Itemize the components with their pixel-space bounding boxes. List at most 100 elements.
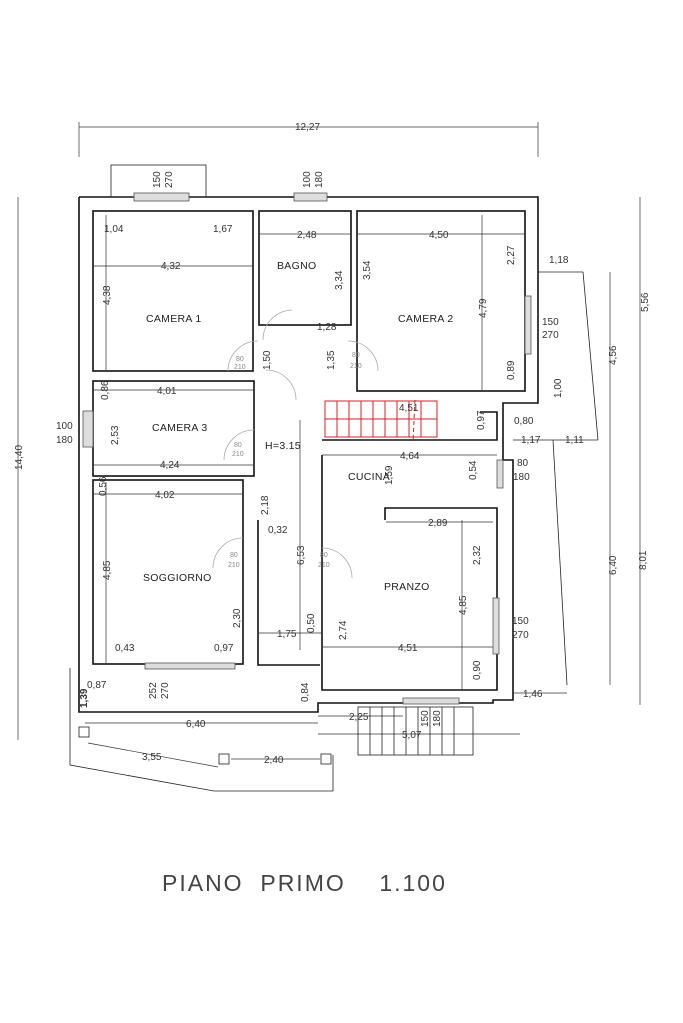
room-label-camera3: CAMERA 3: [152, 422, 208, 434]
dim-right-mid: 4,56: [608, 345, 619, 365]
door-height: 210: [350, 363, 362, 370]
dim-label: 3,34: [334, 270, 345, 290]
dim-total-height: 14,40: [14, 445, 25, 470]
dim-label: 4,79: [478, 298, 489, 318]
staircase: [324, 399, 438, 443]
door-labels: 80 210 80 210 80 210 80 210 80 210: [228, 352, 362, 569]
floor-name: PIANO PRIMO: [162, 870, 346, 896]
window-height: 270: [164, 171, 175, 188]
dim-label: 0,43: [115, 643, 135, 654]
entry-steps: [357, 706, 474, 756]
room-labels: CAMERA 1 BAGNO CAMERA 2 CAMERA 3 CUCINA …: [143, 260, 454, 593]
dim-label: 0,54: [468, 460, 479, 480]
dim-label: 1,59: [384, 465, 395, 485]
room-label-soggiorno: SOGGIORNO: [143, 572, 212, 584]
room-label-camera2: CAMERA 2: [398, 313, 454, 325]
dim-label: 2,30: [232, 608, 243, 628]
dim-label: 1,17: [521, 435, 541, 446]
dim-label: 2,27: [506, 245, 517, 265]
plan-title: PIANO PRIMO 1.100: [162, 870, 447, 897]
dim-label: 1,35: [326, 350, 337, 370]
dim-label: 4,51: [399, 403, 419, 414]
dim-label: 1,67: [213, 224, 233, 235]
dim-label: 2,89: [428, 518, 448, 529]
external-guides: [513, 271, 599, 686]
dim-label: 2,74: [338, 620, 349, 640]
dim-label: 4,02: [155, 490, 175, 501]
dim-label: 4,01: [157, 386, 177, 397]
door-width: 80: [234, 442, 242, 449]
dim-right-upper: 5,56: [640, 292, 651, 312]
windows: [82, 192, 532, 705]
window-labels: 150 270 100 180 150 270 100 180 80 180 1…: [56, 171, 559, 727]
window-height: 270: [512, 630, 529, 641]
plan-scale: 1.100: [379, 870, 447, 896]
window-height: 180: [513, 472, 530, 483]
window-width: 150: [152, 171, 163, 188]
dim-right-lower: 6,40: [608, 555, 619, 575]
dim-label: 4,85: [102, 560, 113, 580]
dim-label: 2,32: [472, 545, 483, 565]
dim-label: 3,54: [362, 260, 373, 280]
door-height: 210: [228, 562, 240, 569]
dim-label: 6,40: [186, 719, 206, 730]
dim-label: 4,64: [400, 451, 420, 462]
dim-label: 2,18: [260, 495, 271, 515]
dim-label: 4,85: [458, 595, 469, 615]
door-height: 210: [232, 451, 244, 458]
dim-label: 3,55: [142, 752, 162, 763]
door-width: 80: [320, 552, 328, 559]
dim-label: 0,97: [214, 643, 234, 654]
exterior-walls: [78, 196, 539, 713]
dim-label: 1,46: [523, 689, 543, 700]
dimension-labels: 12,27 14,40 5,56 4,56 6,40 8,01 1,04 1,6…: [14, 122, 651, 766]
dim-label: 0,50: [306, 613, 317, 633]
door-height: 210: [234, 364, 246, 371]
window-height: 180: [56, 435, 73, 446]
window-width: 150: [420, 710, 431, 727]
window-width: 252: [148, 682, 159, 699]
dim-label: 0,90: [472, 660, 483, 680]
dim-label: 0,89: [506, 360, 517, 380]
window-width: 100: [302, 171, 313, 188]
dim-label: 4,24: [160, 460, 180, 471]
window-width: 150: [542, 317, 559, 328]
doors: [212, 309, 379, 579]
dim-label: 1,11: [565, 435, 584, 446]
room-label-cucina: CUCINA: [348, 471, 390, 483]
dim-total-width: 12,27: [295, 122, 320, 133]
dim-label: 1,04: [104, 224, 124, 235]
dim-label: 1,50: [262, 350, 273, 370]
dim-label: 0,97: [476, 410, 487, 430]
room-label-pranzo: PRANZO: [384, 581, 430, 593]
door-width: 80: [230, 552, 238, 559]
dim-label: 4,50: [429, 230, 449, 241]
dim-label: 4,38: [102, 285, 113, 305]
window-height: 180: [314, 171, 325, 188]
dim-label: 0,84: [300, 682, 311, 702]
window-height: 270: [160, 682, 171, 699]
dim-label: 5,07: [402, 730, 422, 741]
dim-label: 2,40: [264, 755, 284, 766]
dim-label: 4,51: [398, 643, 418, 654]
dim-label: 6,53: [296, 545, 307, 565]
door-height: 210: [318, 562, 330, 569]
window-height: 180: [432, 710, 443, 727]
door-width: 80: [236, 356, 244, 363]
ceiling-height-label: H=3.15: [265, 440, 301, 452]
dim-label: 0,86: [100, 380, 111, 400]
dim-label: 1,75: [277, 629, 297, 640]
dim-label: 4,32: [161, 261, 181, 272]
dim-label: 1,00: [553, 378, 564, 398]
dim-label: 1,39: [79, 688, 90, 708]
room-label-camera1: CAMERA 1: [146, 313, 202, 325]
dimension-lines: [17, 122, 641, 740]
dim-label: 0,32: [268, 525, 288, 536]
dim-label: 2,53: [110, 425, 121, 445]
dim-label: 1,28: [317, 322, 337, 333]
window-width: 150: [512, 616, 529, 627]
terrace: [69, 668, 334, 792]
room-label-bagno: BAGNO: [277, 260, 316, 272]
dim-label: 0,56: [98, 476, 109, 496]
